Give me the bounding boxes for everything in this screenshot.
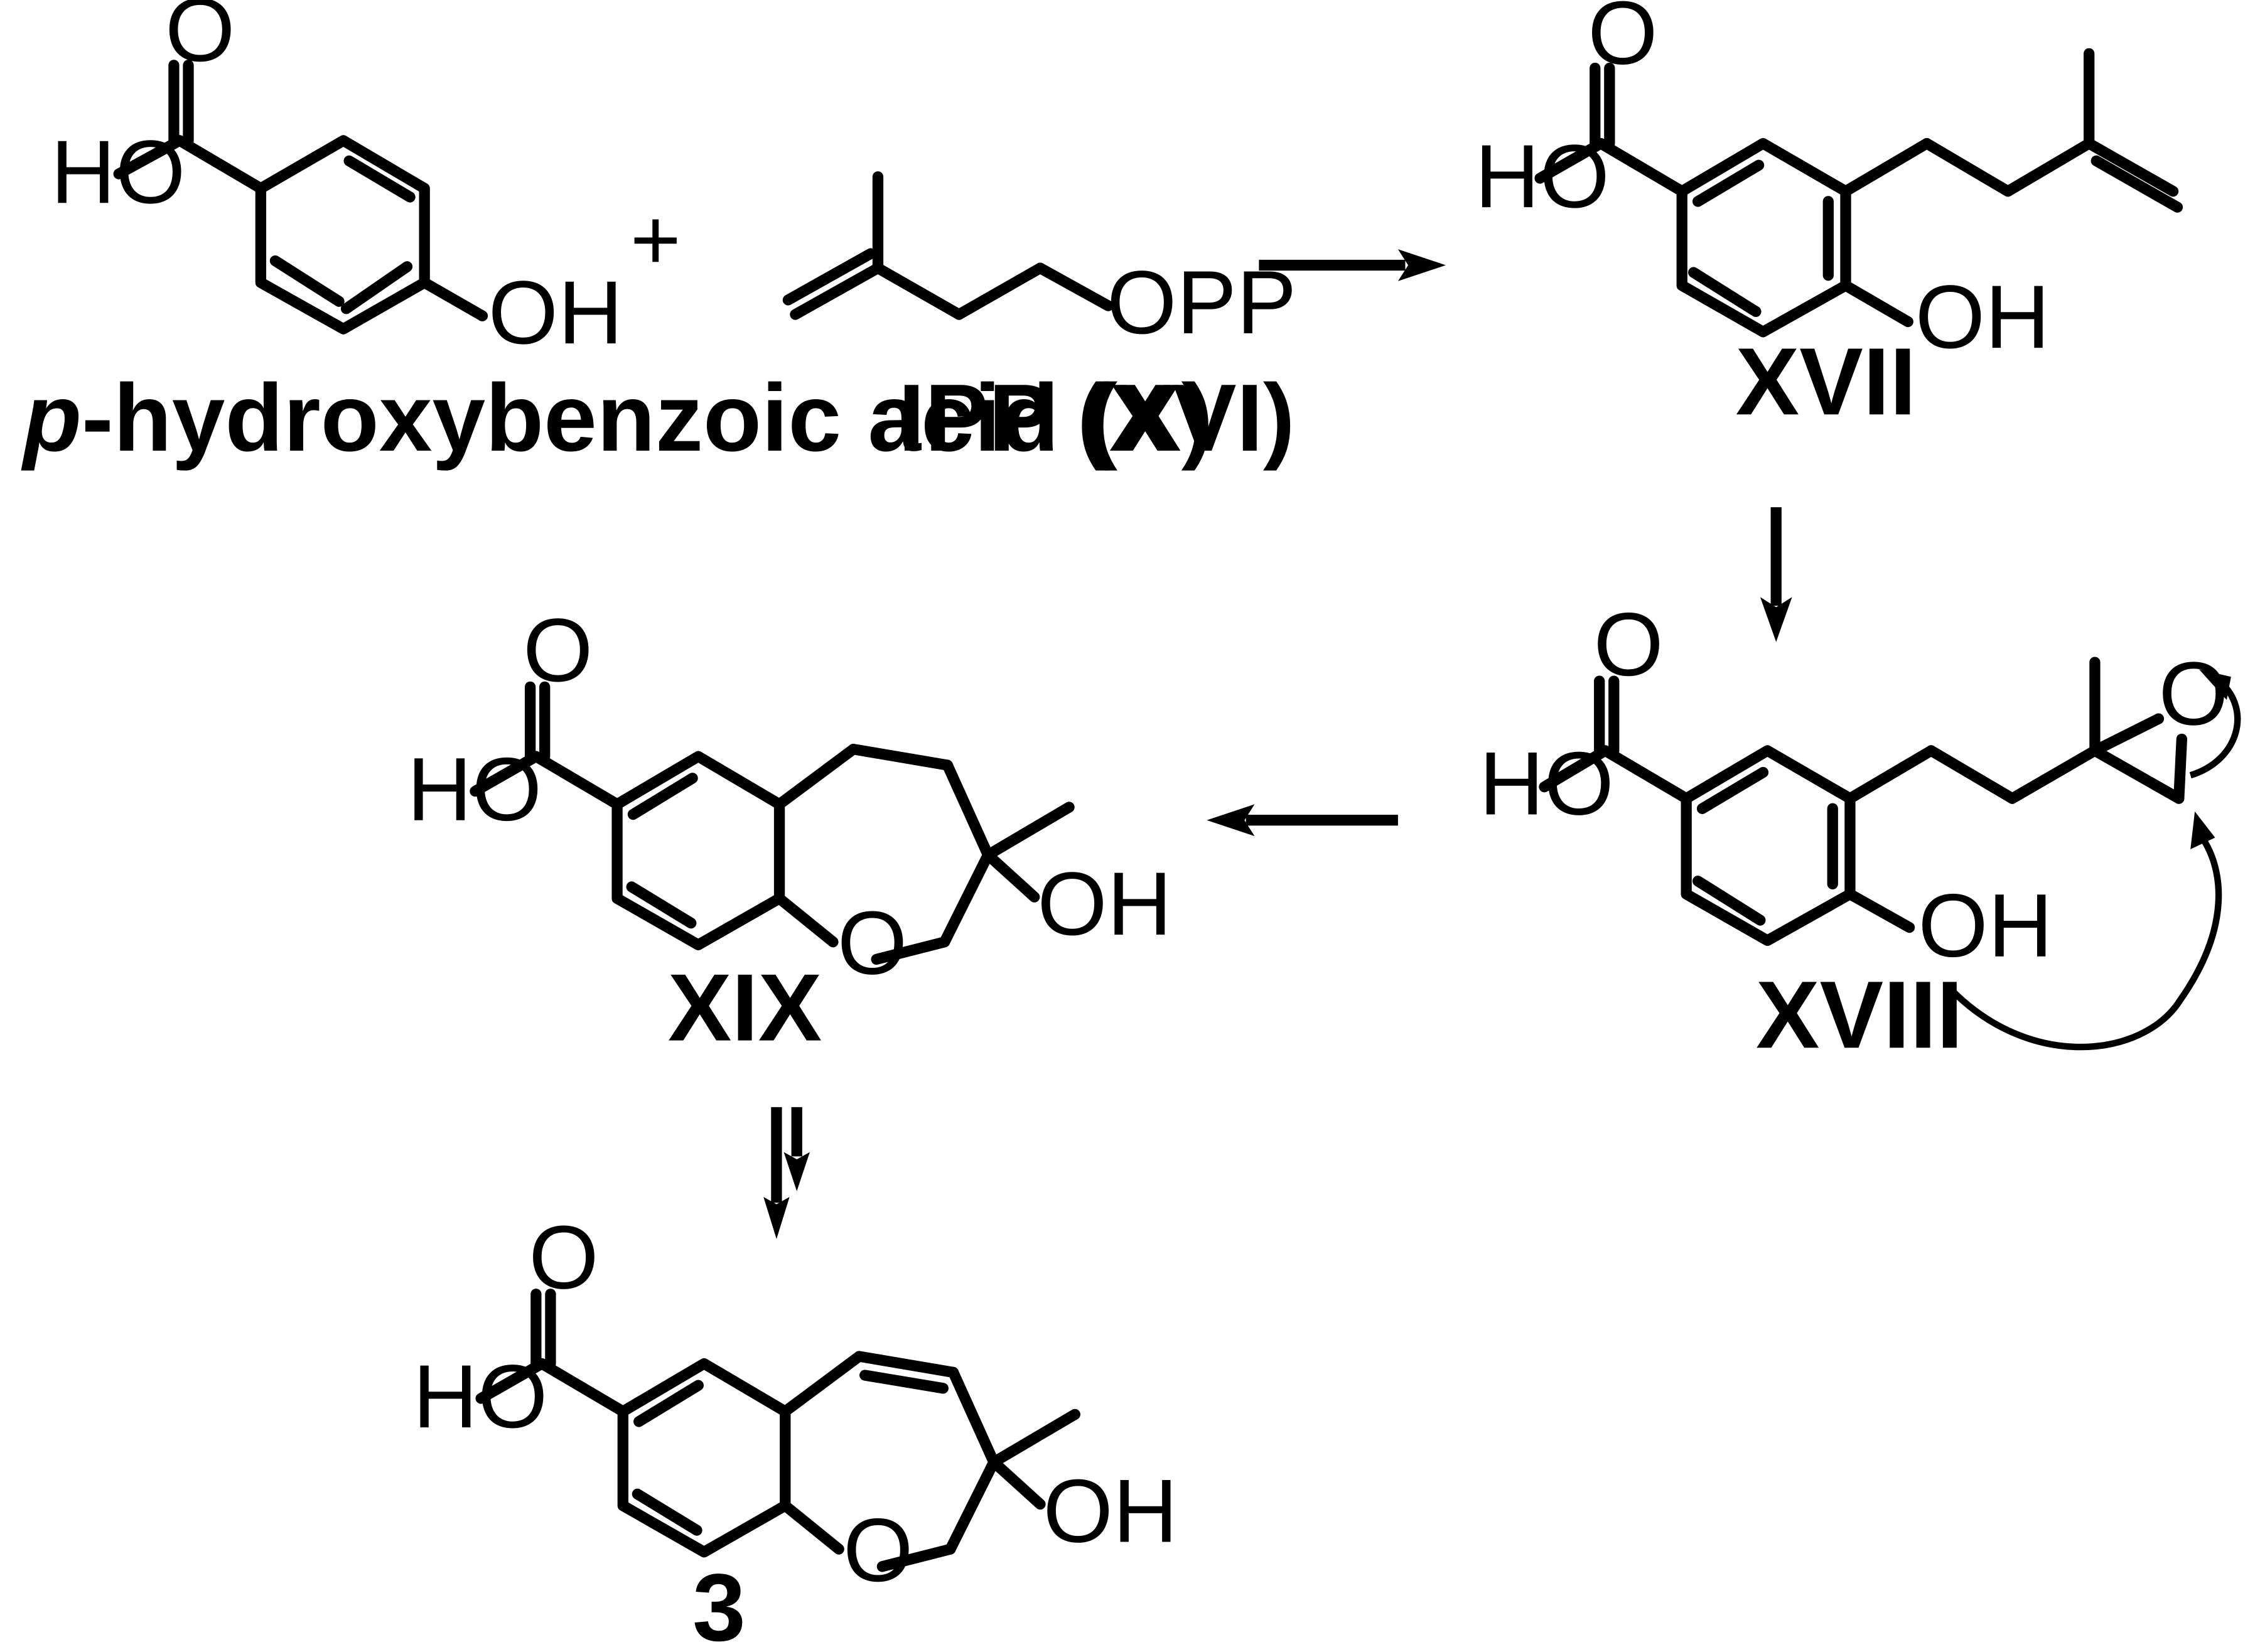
- compound-xviii: O HO OH O XVIII: [1479, 594, 2241, 1068]
- compound-xviii-bonds: [1539, 657, 2188, 947]
- compound-xix-ring-o: O: [837, 893, 907, 993]
- compound-3-carbonyl-o: O: [529, 1207, 598, 1307]
- compound-3-ring-o: O: [843, 1500, 913, 1601]
- compound-xix-carbonyl-o: O: [523, 600, 593, 700]
- arrow-to-xvii: [1259, 249, 1446, 281]
- compound-xvii-acid-oh: HO: [1475, 126, 1610, 227]
- compound-xviii-acid-oh: HO: [1479, 733, 1614, 834]
- plus-sign: +: [630, 191, 681, 288]
- compound-3-acid-oh: HO: [413, 1346, 548, 1447]
- compound-xix-acid-oh: HO: [407, 739, 542, 840]
- compound-xix-bonds: [470, 681, 1075, 965]
- compound-xvi-label: IPP (XVI): [898, 365, 1295, 471]
- compound-x-acid-oh: HO: [51, 122, 186, 222]
- compound-x-phenol-oh: OH: [488, 262, 623, 363]
- compound-xix-label: XIX: [668, 955, 822, 1061]
- compound-xix-tert-oh: OH: [1037, 854, 1172, 954]
- compound-x: O HO OH p-hydroxybenzoic acid (X): [21, 0, 1213, 471]
- compound-3-tert-oh: OH: [1043, 1461, 1178, 1562]
- compound-3-bonds: [475, 1289, 1080, 1572]
- electron-push-arrows: [1944, 669, 2241, 1051]
- compound-xvi-bonds: [782, 171, 1114, 320]
- compound-xvii: O HO OH XVII: [1475, 0, 2183, 435]
- compound-xvii-label: XVII: [1736, 328, 1917, 435]
- compound-x-bonds: [113, 60, 488, 335]
- compound-xviii-epoxide-o: O: [2158, 643, 2228, 744]
- compound-x-label-text: -hydroxybenzoic acid (X): [82, 365, 1213, 471]
- multistep-arrow: [763, 1107, 810, 1239]
- compound-x-carbonyl-o: O: [165, 0, 235, 80]
- compound-xvii-phenol-oh: OH: [1915, 267, 2050, 367]
- compound-xviii-phenol-oh: OH: [1918, 876, 2053, 976]
- compound-x-label-italic: p: [21, 365, 82, 471]
- compound-xix: O HO O OH XIX: [407, 600, 1171, 1061]
- compound-3-label: 3: [692, 1554, 746, 1652]
- compound-3: O HO O OH 3: [413, 1207, 1178, 1652]
- compound-x-label: p-hydroxybenzoic acid (X): [21, 365, 1213, 471]
- compound-xvii-carbonyl-o: O: [1588, 0, 1657, 83]
- compound-xviii-carbonyl-o: O: [1593, 594, 1663, 695]
- compound-xvi: OPP IPP (XVI): [782, 171, 1296, 471]
- arrow-to-xviii: [1760, 507, 1792, 642]
- arrow-to-xix: [1207, 804, 1398, 837]
- compound-xvii-bonds: [1534, 48, 2183, 338]
- compound-xviii-label: XVIII: [1756, 962, 1963, 1068]
